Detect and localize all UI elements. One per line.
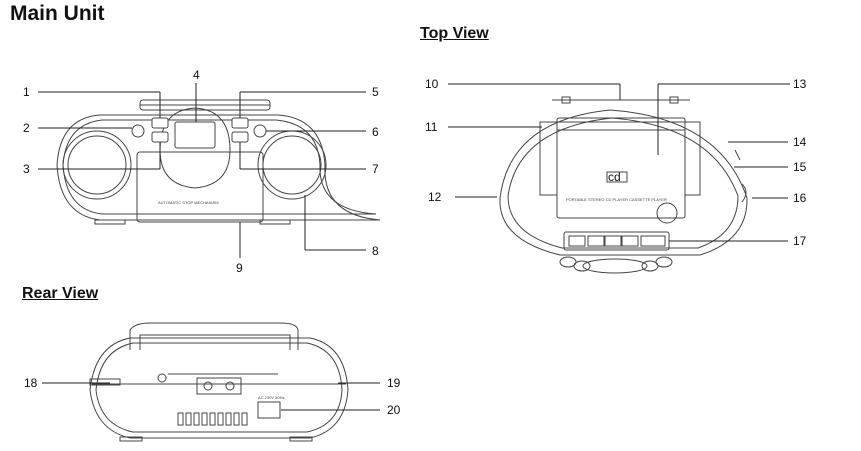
- rear-power-label: AC 230V 50Hz: [258, 395, 284, 400]
- callout-numbers: 1 2 3 4 5 6 7 8 9 10 11 12 13 14 15 16 1…: [23, 68, 807, 417]
- callout-9: 9: [236, 261, 243, 275]
- rear-view-leaders: [42, 382, 380, 411]
- main-unit-drawing: AUTOMATIC STOP MECHANISM: [56, 99, 381, 225]
- callout-13: 13: [793, 77, 807, 91]
- rear-view-drawing: AC 230V 50Hz: [89, 322, 349, 442]
- cd-logo-text: cd: [608, 170, 621, 184]
- callout-14: 14: [793, 135, 807, 149]
- main-unit-leaders: [38, 83, 366, 258]
- callout-11: 11: [425, 120, 438, 134]
- callout-16: 16: [793, 191, 807, 205]
- callout-15: 15: [793, 160, 807, 174]
- callout-18: 18: [24, 376, 38, 390]
- callout-1: 1: [23, 85, 30, 99]
- callout-5: 5: [372, 85, 379, 99]
- callout-12: 12: [428, 190, 442, 204]
- front-panel-text: AUTOMATIC STOP MECHANISM: [158, 200, 219, 205]
- callout-7: 7: [372, 162, 379, 176]
- top-view-drawing: cd PORTABLE STEREO CD PLAYER CASSETTE PL…: [499, 96, 748, 274]
- top-view-heading: Top View: [420, 25, 489, 42]
- callout-10: 10: [425, 77, 439, 91]
- callout-8: 8: [372, 244, 379, 258]
- callout-3: 3: [23, 162, 30, 176]
- rear-view-heading: Rear View: [22, 285, 99, 302]
- callout-6: 6: [372, 125, 379, 139]
- callout-4: 4: [193, 68, 200, 82]
- top-panel-text: PORTABLE STEREO CD PLAYER CASSETTE PLAYE…: [566, 197, 667, 202]
- main-unit-heading: Main Unit: [10, 2, 105, 25]
- callout-20: 20: [387, 403, 401, 417]
- top-view-leaders: [448, 83, 790, 242]
- callout-2: 2: [23, 121, 30, 135]
- callout-17: 17: [793, 234, 807, 248]
- callout-19: 19: [387, 376, 401, 390]
